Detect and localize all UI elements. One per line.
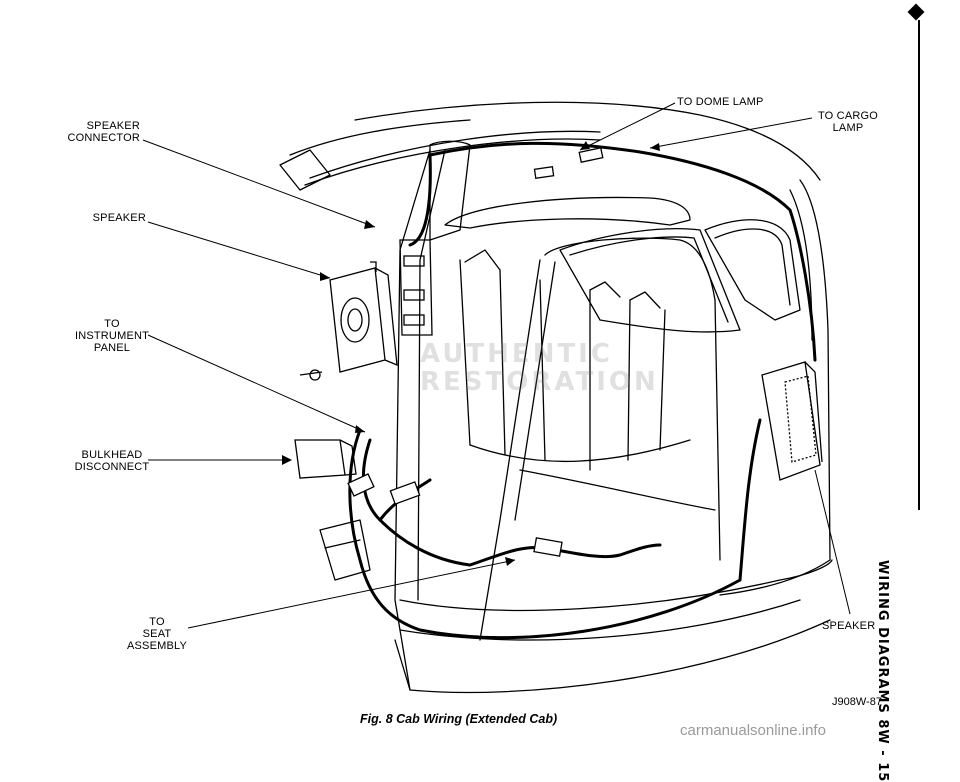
door-opening: [544, 237, 721, 561]
speaker-right-box: [761, 361, 823, 481]
side-section-title: WIRING DIAGRAMS 8W - 15: [875, 560, 890, 782]
cab-illustration: [142, 101, 851, 694]
label-speaker-left: SPEAKER: [92, 212, 146, 224]
figure-code: J908W-87: [832, 696, 882, 708]
watermark: AUTHENTIC RESTORATION: [330, 339, 659, 400]
leader-lines: [142, 102, 851, 629]
rear-glass: [444, 196, 691, 229]
quarter-window: [704, 219, 801, 321]
speaker-left-box: [299, 261, 398, 381]
watermark-line1: AUTHENTIC: [420, 339, 613, 369]
diagram-page: AUTHENTIC RESTORATION SPEAKER CONNECTOR …: [67, 3, 925, 782]
side-rule: [918, 20, 920, 510]
label-speaker-connector: SPEAKER CONNECTOR: [67, 120, 140, 144]
figure-caption: Fig. 8 Cab Wiring (Extended Cab): [360, 712, 558, 726]
label-speaker-right: SPEAKER: [822, 620, 876, 632]
speaker-bracket: [399, 239, 433, 336]
leader-arrows: [282, 141, 660, 566]
watermark-line2: RESTORATION: [420, 367, 659, 397]
label-to-cargo-lamp: TO CARGO LAMP: [817, 110, 879, 134]
roof-outline: [354, 101, 821, 181]
label-to-seat-assembly: TO SEAT ASSEMBLY: [126, 616, 188, 652]
label-bulkhead-disconnect: BULKHEAD DISCONNECT: [74, 449, 150, 473]
b-pillar: [394, 149, 431, 691]
label-to-dome-lamp: TO DOME LAMP: [677, 96, 764, 108]
connectors: [347, 147, 604, 557]
footer-site-watermark: carmanualsonline.info: [680, 722, 826, 739]
side-window: [559, 228, 741, 333]
label-to-instrument-panel: TO INSTRUMENT PANEL: [74, 318, 150, 354]
wiring-harness: [348, 141, 817, 640]
rocker-panel: [399, 559, 833, 612]
bulkhead-block: [294, 439, 357, 479]
